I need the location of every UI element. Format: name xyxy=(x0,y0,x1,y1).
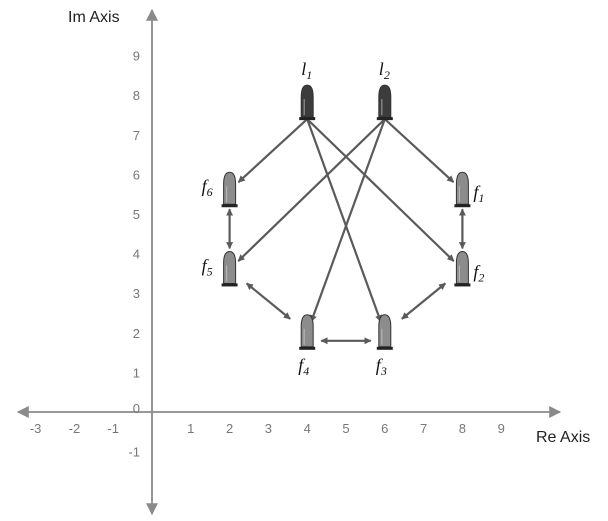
node-f5: f5 xyxy=(202,250,238,287)
f3-base xyxy=(376,346,393,350)
f2-label-name: f xyxy=(473,261,481,281)
bidirectional-edge-f2-f3 xyxy=(401,282,447,320)
f6-label: f6 xyxy=(202,176,213,199)
l1-label-name: l xyxy=(301,59,306,79)
l1-label-subscript: 1 xyxy=(306,68,312,82)
y-tick-label: 3 xyxy=(133,286,140,301)
x-tick-label: 2 xyxy=(226,421,233,436)
f2-base xyxy=(454,283,471,287)
f5-label-subscript: 5 xyxy=(207,264,213,278)
l2-label-subscript: 2 xyxy=(384,68,390,82)
y-tick-label: 2 xyxy=(133,326,140,341)
l1-body xyxy=(300,84,314,118)
f2-label-subscript: 2 xyxy=(478,270,484,284)
bidirectional-edge-f4-f5 xyxy=(245,282,291,320)
edges xyxy=(226,118,466,345)
x-tick-label: 6 xyxy=(381,421,388,436)
f3-label-name: f xyxy=(376,355,384,375)
y-axis-title: Im Axis xyxy=(68,9,120,26)
axes: Im Axis Re Axis -3 -2 -1 1 2 3 4 5 6 7 8 9 -1 0 1 2 3 4 5 6… xyxy=(16,8,590,516)
x-tick-label: 8 xyxy=(459,421,466,436)
l2-label: l2 xyxy=(379,59,390,82)
y-tick-label: 8 xyxy=(133,88,140,103)
directed-edge-l2-f5 xyxy=(237,118,386,262)
f4-body xyxy=(300,314,314,348)
x-tick-label: 3 xyxy=(265,421,272,436)
y-tick-label: 9 xyxy=(133,49,140,64)
directed-edge-l2-f4 xyxy=(310,118,386,323)
x-tick-label: 9 xyxy=(498,421,505,436)
x-tick-label: 1 xyxy=(187,421,194,436)
l2-body xyxy=(378,84,392,118)
f6-body xyxy=(223,171,237,205)
f6-base xyxy=(221,204,238,208)
f6-label-name: f xyxy=(202,176,210,196)
f1-base xyxy=(454,204,471,208)
f1-body xyxy=(455,171,469,205)
f4-base xyxy=(299,346,316,350)
directed-edge-l1-f6 xyxy=(237,118,308,183)
f5-body xyxy=(223,250,237,284)
l1-base xyxy=(299,117,316,121)
y-tick-label: 7 xyxy=(133,128,140,143)
x-tick-label: -1 xyxy=(107,421,119,436)
f2-body xyxy=(455,250,469,284)
directed-edge-l1-f3 xyxy=(306,118,382,323)
l2-base xyxy=(376,117,393,121)
f1-label-name: f xyxy=(473,182,481,202)
x-axis-title: Re Axis xyxy=(536,429,590,446)
f6-label-subscript: 6 xyxy=(207,185,213,199)
f4-label: f4 xyxy=(298,355,309,378)
tick-labels: -3 -2 -1 1 2 3 4 5 6 7 8 9 -1 0 1 2 3 4 5 6 7 8 9 xyxy=(30,49,505,460)
node-l2: l2 xyxy=(376,59,393,121)
node-f4: f4 xyxy=(298,314,316,378)
y-tick-label: 6 xyxy=(133,167,140,182)
f3-label-subscript: 3 xyxy=(380,364,387,378)
l2-label-name: l xyxy=(379,59,384,79)
y-tick-label: 4 xyxy=(133,247,140,262)
directed-edge-l2-f1 xyxy=(384,118,455,183)
y-tick-label: 0 xyxy=(133,401,140,416)
y-tick-label: 1 xyxy=(133,365,140,380)
f1-label-subscript: 1 xyxy=(478,191,484,205)
f5-label: f5 xyxy=(202,255,213,278)
f1-label: f1 xyxy=(473,182,484,205)
f2-label: f2 xyxy=(473,261,484,284)
f5-base xyxy=(221,283,238,287)
node-f2: f2 xyxy=(454,250,484,287)
f4-label-name: f xyxy=(298,355,306,375)
y-tick-label: -1 xyxy=(128,445,140,460)
f3-body xyxy=(378,314,392,348)
f3-label: f3 xyxy=(376,355,387,378)
x-tick-label: 7 xyxy=(420,421,427,436)
x-tick-label: 5 xyxy=(342,421,349,436)
f5-label-name: f xyxy=(202,255,210,275)
l1-label: l1 xyxy=(301,59,312,82)
x-tick-label: -3 xyxy=(30,421,42,436)
f4-label-subscript: 4 xyxy=(303,364,309,378)
x-tick-label: 4 xyxy=(304,421,311,436)
directed-edge-l1-f2 xyxy=(306,118,455,262)
x-tick-label: -2 xyxy=(69,421,81,436)
node-f1: f1 xyxy=(454,171,484,208)
y-tick-label: 5 xyxy=(133,207,140,222)
node-l1: l1 xyxy=(299,59,316,121)
node-f3: f3 xyxy=(376,314,393,378)
node-f6: f6 xyxy=(202,171,238,208)
